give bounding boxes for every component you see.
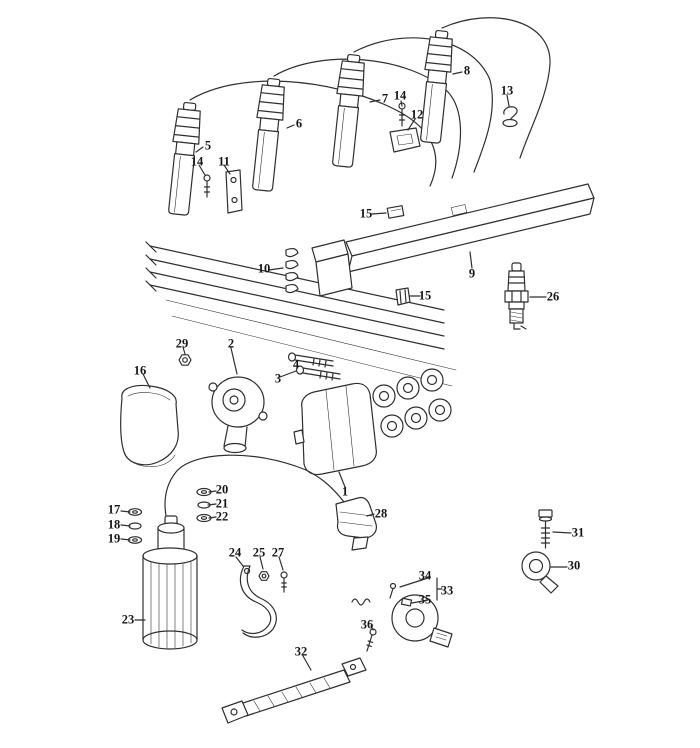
callout-30: 30 bbox=[567, 558, 581, 573]
callout-27: 27 bbox=[271, 545, 285, 560]
clip-15-lower bbox=[395, 287, 411, 306]
clip-13 bbox=[502, 106, 518, 128]
callout-5: 5 bbox=[204, 138, 212, 153]
callout-33: 33 bbox=[440, 583, 454, 598]
callout-9: 9 bbox=[468, 266, 476, 281]
callout-21: 21 bbox=[215, 496, 229, 511]
callout-36: 36 bbox=[360, 617, 374, 632]
callout-23: 23 bbox=[121, 612, 135, 627]
callout-13: 13 bbox=[500, 83, 514, 98]
clip-stack-10 bbox=[285, 247, 299, 294]
callout-18: 18 bbox=[107, 517, 121, 532]
ignition-coil-23 bbox=[142, 515, 198, 650]
callout-34: 34 bbox=[418, 568, 432, 583]
callout-15-lower: 15 bbox=[418, 288, 432, 303]
callout-32: 32 bbox=[294, 644, 308, 659]
nut-29 bbox=[178, 354, 192, 366]
callout-24: 24 bbox=[228, 545, 242, 560]
callout-leader-lines bbox=[120, 71, 572, 671]
callout-29: 29 bbox=[175, 336, 189, 351]
nut-25 bbox=[258, 571, 270, 581]
bolt-4 bbox=[287, 352, 334, 368]
callout-17: 17 bbox=[107, 502, 121, 517]
cable-channel bbox=[311, 183, 595, 297]
callout-2: 2 bbox=[227, 336, 235, 351]
callout-35: 35 bbox=[418, 592, 432, 607]
clip-15-upper bbox=[386, 205, 405, 219]
callout-28: 28 bbox=[374, 506, 388, 521]
spark-plug-boot-7 bbox=[328, 53, 368, 169]
callout-14-top: 14 bbox=[393, 88, 407, 103]
callout-14-left: 14 bbox=[190, 154, 204, 169]
callout-26: 26 bbox=[546, 289, 560, 304]
screw-31 bbox=[538, 509, 553, 549]
knock-sensor-30 bbox=[521, 551, 559, 594]
screw-34 bbox=[389, 582, 397, 599]
callout-31: 31 bbox=[571, 525, 585, 540]
callout-11: 11 bbox=[218, 154, 230, 169]
hall-sender-assembly bbox=[351, 582, 453, 652]
callout-20: 20 bbox=[215, 482, 229, 497]
callout-12: 12 bbox=[410, 107, 424, 122]
callout-10: 10 bbox=[257, 261, 271, 276]
cover-16 bbox=[120, 384, 179, 467]
wiring-harness-lines bbox=[145, 241, 457, 387]
distributor-2 bbox=[208, 376, 268, 454]
coil-wire bbox=[164, 454, 345, 539]
ignition-wires bbox=[189, 17, 551, 187]
callout-1: 1 bbox=[341, 484, 349, 499]
callout-3: 3 bbox=[274, 371, 282, 386]
callout-22: 22 bbox=[215, 509, 229, 524]
bracket-11 bbox=[225, 169, 243, 214]
bracket-24 bbox=[239, 565, 277, 638]
distributor-cap-1 bbox=[293, 368, 452, 476]
callout-25: 25 bbox=[252, 545, 266, 560]
bracket-12 bbox=[389, 127, 421, 153]
spark-plug-boot-8 bbox=[416, 29, 456, 145]
callout-15-upper: 15 bbox=[359, 206, 373, 221]
clip-35 bbox=[400, 597, 413, 607]
callout-6: 6 bbox=[295, 116, 303, 131]
spark-plug-boot-6 bbox=[248, 77, 288, 193]
spark-plug-26 bbox=[504, 262, 529, 330]
callout-19: 19 bbox=[107, 531, 121, 546]
bolt-3 bbox=[295, 365, 341, 381]
ground-strap-32 bbox=[221, 657, 367, 724]
screw-14-left bbox=[203, 174, 211, 198]
callout-4: 4 bbox=[292, 357, 300, 372]
callout-16: 16 bbox=[133, 363, 147, 378]
coil-wire-boot-28 bbox=[335, 496, 377, 551]
screw-27 bbox=[280, 571, 288, 593]
callout-8: 8 bbox=[463, 63, 471, 78]
callout-7: 7 bbox=[381, 91, 389, 106]
